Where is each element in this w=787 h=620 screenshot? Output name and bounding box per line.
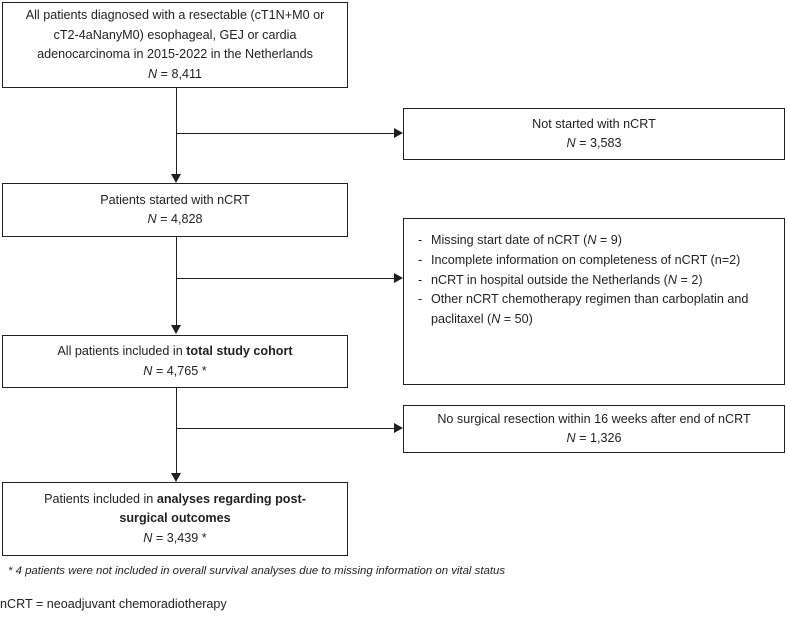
list-item-text: Missing start date of nCRT (N = 9): [431, 231, 770, 251]
n-value: 1,326: [589, 431, 622, 445]
node-line-pre: All patients included in: [57, 344, 187, 358]
n-value: 4,765 *: [166, 363, 207, 378]
list-item: - Incomplete information on completeness…: [418, 251, 770, 271]
bullet-dash: -: [418, 292, 423, 307]
node-count: N = 4,765 *: [143, 362, 206, 382]
node-post-surgical-outcomes-cohort: Patients included in analyses regarding …: [2, 482, 348, 556]
n-symbol: N: [147, 66, 158, 81]
node-count: N = 3,583: [567, 134, 622, 154]
node-started-ncrt: Patients started with nCRT N = 4,828: [2, 183, 348, 237]
arrowhead-right-1: [394, 128, 403, 138]
list-item-pre: Missing start date of nCRT (: [431, 233, 588, 247]
connector-branch-1: [176, 133, 394, 135]
list-item: - nCRT in hospital outside the Netherlan…: [418, 271, 770, 291]
list-item: - Missing start date of nCRT (N = 9): [418, 231, 770, 251]
node-line: adenocarcinoma in 2015-2022 in the Nethe…: [37, 47, 313, 61]
node-total-study-cohort: All patients included in total study coh…: [2, 335, 348, 388]
n-symbol: N: [143, 363, 153, 378]
node-line: cT2-4aNanyM0) esophageal, GEJ or cardia: [53, 27, 297, 42]
n-value: 4,828: [170, 212, 203, 226]
node-not-started-ncrt: Not started with nCRT N = 3,583: [403, 108, 785, 160]
arrowhead-right-3: [394, 423, 403, 433]
node-line: Not started with nCRT: [532, 116, 656, 131]
n-symbol: N: [667, 272, 677, 287]
n-symbol: N: [566, 136, 576, 150]
bullet-dash: -: [418, 233, 423, 247]
n-symbol: N: [566, 431, 576, 445]
n-separator: =: [575, 136, 590, 150]
n-value: 3,583: [589, 136, 622, 150]
node-line-pre: Patients included in: [44, 491, 157, 506]
list-item-post: = 2): [676, 272, 703, 287]
bullet-dash: -: [418, 272, 423, 287]
legend-abbreviation-ncrt: nCRT = neoadjuvant chemoradiotherapy: [0, 597, 227, 611]
node-exclusion-criteria-list: - Missing start date of nCRT (N = 9) - I…: [403, 218, 785, 385]
arrowhead-down-1: [170, 174, 181, 183]
node-line: All patients included in total study coh…: [57, 342, 292, 362]
footnote-vital-status: * 4 patients were not included in overal…: [8, 565, 506, 577]
node-count: N = 3,439 *: [143, 529, 206, 549]
node-count: N = 8,411: [148, 65, 202, 85]
list-item-pre: nCRT in hospital outside the Netherlands…: [431, 272, 668, 287]
n-symbol: N: [587, 233, 597, 247]
connector-stem-3: [176, 388, 178, 474]
connector-stem-1: [176, 88, 178, 175]
n-symbol: N: [143, 530, 153, 545]
connector-branch-3: [176, 428, 394, 430]
list-item-post: = 9): [596, 233, 622, 247]
list-item-text: Other nCRT chemotherapy regimen than car…: [431, 290, 770, 330]
n-symbol: N: [491, 312, 501, 327]
list-item-pre: Other nCRT chemotherapy regimen than car…: [431, 292, 749, 327]
connector-branch-2: [176, 278, 394, 280]
node-line: No surgical resection within 16 weeks af…: [437, 411, 751, 426]
n-separator: =: [157, 66, 172, 81]
node-all-diagnosed-patients: All patients diagnosed with a resectable…: [2, 2, 348, 88]
node-line-emphasis: analyses regarding post-surgical outcome…: [119, 491, 306, 526]
list-item-post: = 50): [500, 312, 533, 327]
list-item-text: nCRT in hospital outside the Netherlands…: [431, 271, 770, 291]
n-separator: =: [152, 530, 167, 545]
n-symbol: N: [147, 212, 157, 226]
connector-stem-2: [176, 237, 178, 326]
arrowhead-down-2: [170, 325, 181, 334]
node-count: N = 4,828: [148, 210, 203, 230]
n-separator: =: [156, 212, 171, 226]
arrowhead-down-3: [170, 473, 181, 482]
bullet-dash: -: [418, 252, 423, 267]
list-item-text: Incomplete information on completeness o…: [431, 251, 770, 271]
node-no-surgical-resection: No surgical resection within 16 weeks af…: [403, 405, 785, 453]
node-line: Patients started with nCRT: [100, 192, 250, 207]
node-count: N = 1,326: [567, 429, 622, 449]
list-item-pre: Incomplete information on completeness o…: [431, 252, 741, 267]
list-item: - Other nCRT chemotherapy regimen than c…: [418, 290, 770, 330]
n-value: 8,411: [171, 66, 203, 81]
n-separator: =: [152, 363, 167, 378]
node-line: All patients diagnosed with a resectable…: [25, 8, 325, 22]
n-value: 3,439 *: [166, 530, 207, 545]
node-line-emphasis: total study cohort: [186, 344, 293, 358]
arrowhead-right-2: [394, 273, 403, 283]
n-separator: =: [575, 431, 590, 445]
node-line: Patients included in analyses regarding …: [29, 490, 321, 529]
